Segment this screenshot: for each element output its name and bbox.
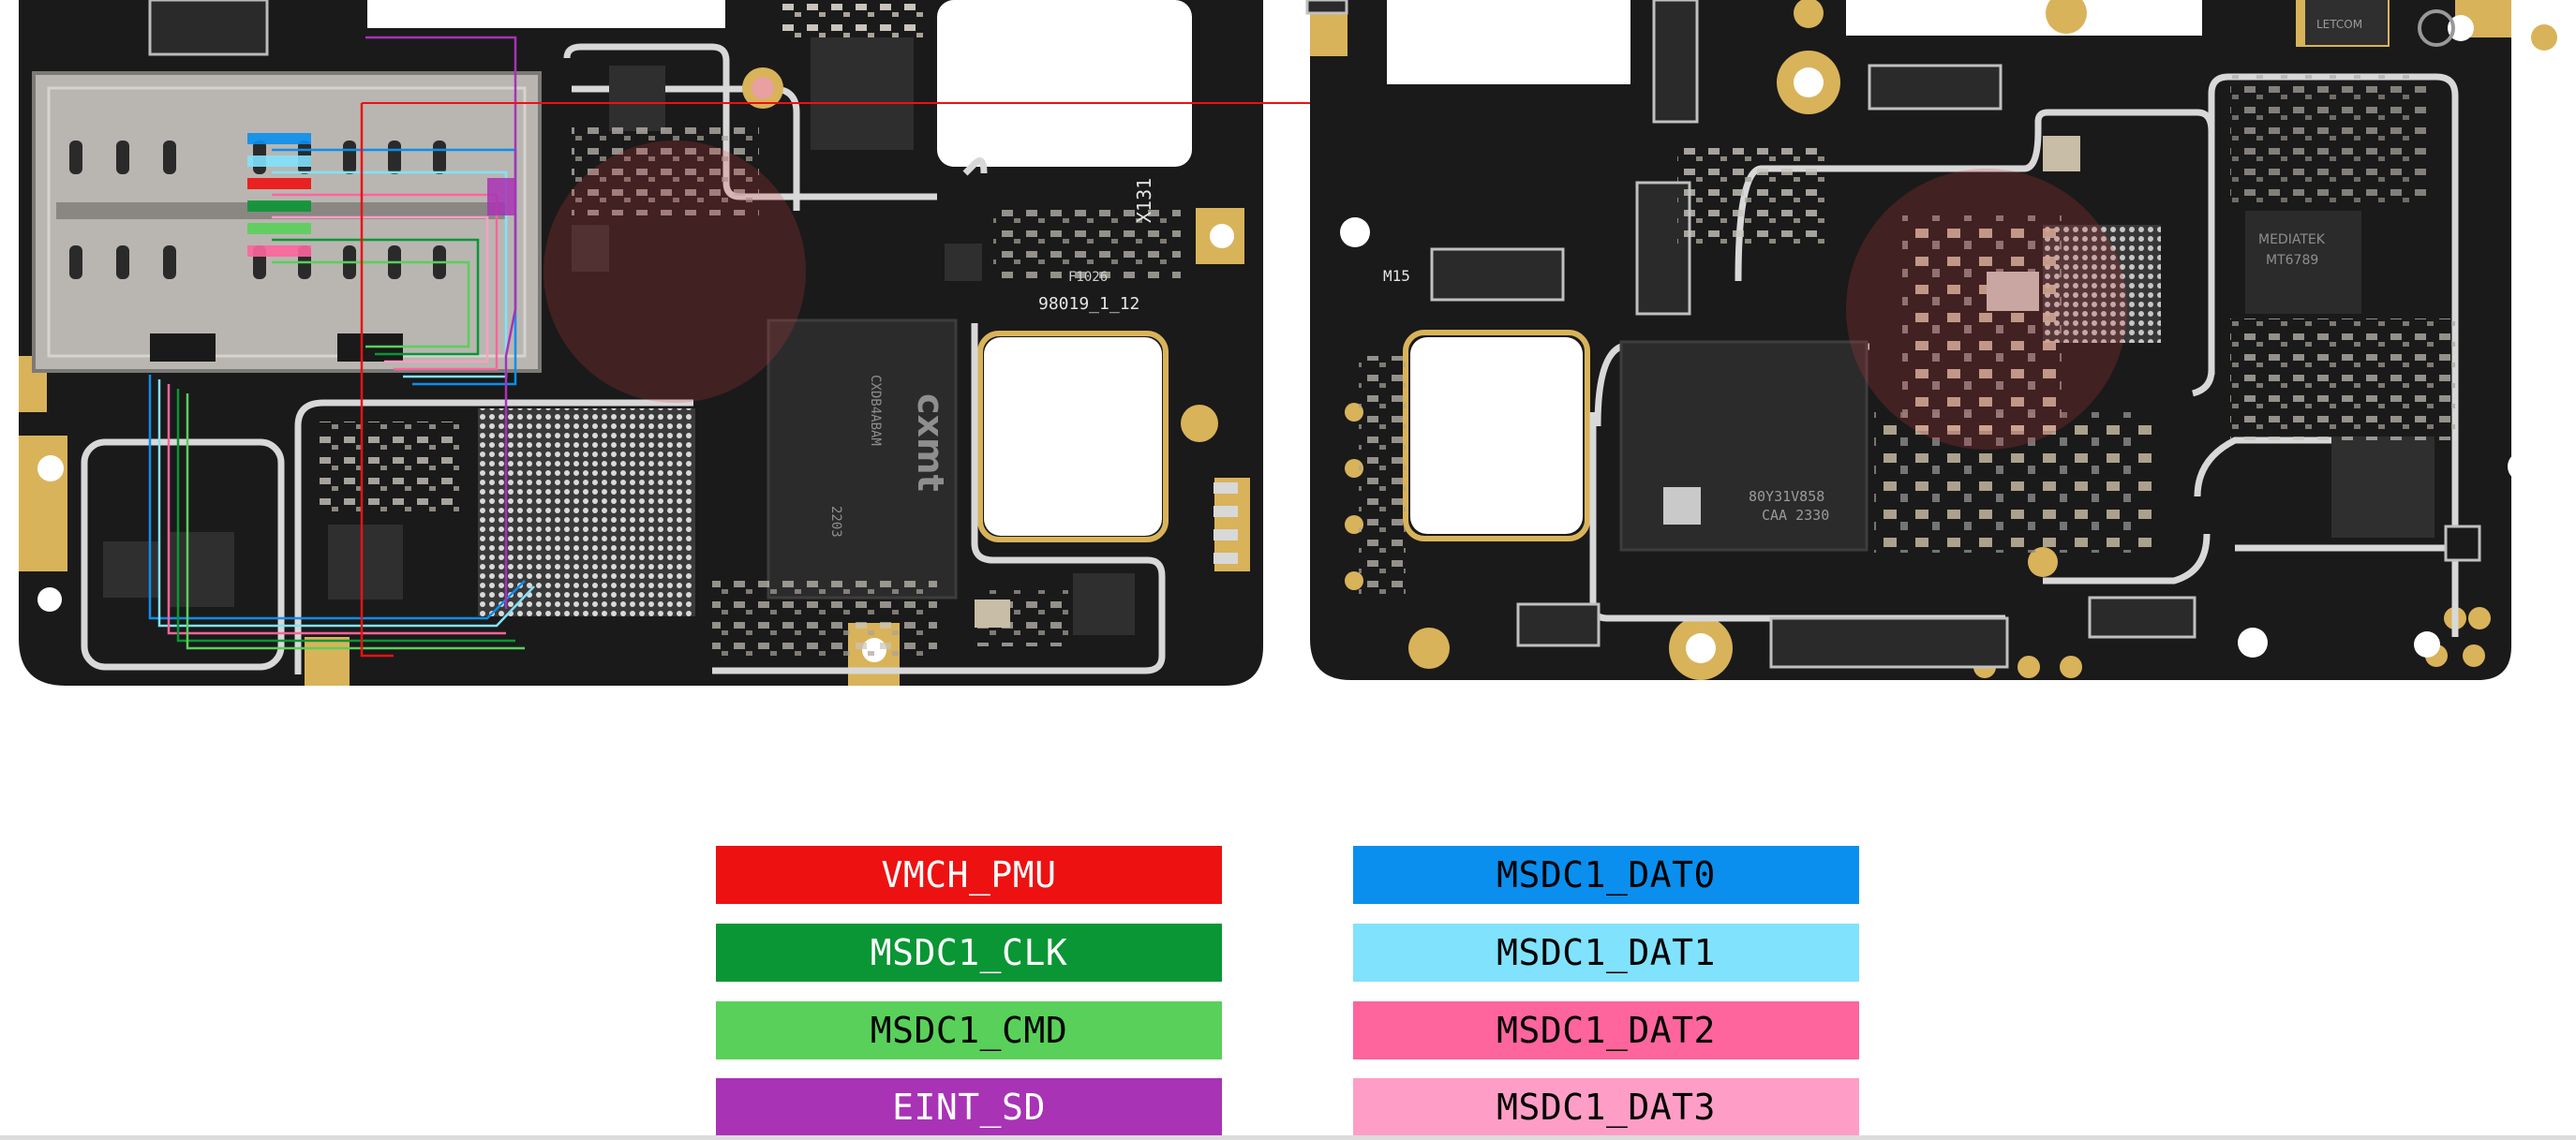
legend-msdc1-dat2: MSDC1_DAT2: [1353, 1001, 1859, 1059]
legend-msdc1-cmd-label: MSDC1_CMD: [870, 1010, 1068, 1051]
legend-msdc1-dat3: MSDC1_DAT3: [1353, 1078, 1859, 1136]
sim-pin-highlights: [247, 133, 515, 257]
left-cutout-top: [367, 0, 725, 28]
memory-chip-right-line1: 80Y31V858: [1749, 488, 1824, 505]
legend-eint-sd: EINT_SD: [716, 1078, 1222, 1136]
memory-chip-date-text: 2203: [828, 506, 843, 538]
pcb-diagram: X131 98019_1_12 F1026 cxmt CXDB4ABAM 220…: [19, 0, 2576, 693]
pmic-bga: [2043, 225, 2161, 343]
bottom-divider: [0, 1135, 2576, 1140]
right-board-ref-text: M15: [1383, 267, 1410, 285]
sim-card-tray: [32, 71, 542, 373]
mediatek-chip: [2245, 211, 2361, 314]
right-board-components: [1359, 0, 2455, 600]
letcom-text: LETCOM: [2316, 18, 2362, 31]
watermark: [543, 141, 806, 403]
memory-chip-right: [1619, 340, 1869, 552]
legend-msdc1-dat0: MSDC1_DAT0: [1353, 846, 1859, 904]
memory-chip-right-line2: CAA 2330: [1762, 507, 1829, 524]
left-board: X131 98019_1_12 F1026 cxmt CXDB4ABAM 220…: [19, 0, 2222, 686]
right-cutout-top-left: [1387, 0, 1630, 84]
board-connectors: [1305, 0, 2481, 669]
left-cutout-window: [984, 337, 1162, 536]
legend-msdc1-clk-label: MSDC1_CLK: [870, 932, 1068, 973]
legend-msdc1-cmd: MSDC1_CMD: [716, 1001, 1222, 1059]
legend-vmch-pmu-label: VMCH_PMU: [881, 854, 1057, 896]
watermark-right: [1846, 169, 2127, 450]
right-cutout-window: [1410, 337, 1583, 534]
legend-msdc1-clk: MSDC1_CLK: [716, 924, 1222, 982]
left-board-code-text: 98019_1_12: [1038, 294, 1139, 314]
left-board-model-text: X131: [1133, 178, 1155, 223]
mediatek-chip-line2: MT6789: [2266, 253, 2318, 268]
legend-msdc1-dat1-label: MSDC1_DAT1: [1496, 932, 1716, 973]
legend-msdc1-dat2-label: MSDC1_DAT2: [1496, 1010, 1716, 1051]
mediatek-chip-line1: MEDIATEK: [2258, 232, 2326, 247]
memory-chip-part-text: CXDB4ABAM: [868, 375, 883, 446]
legend-eint-sd-label: EINT_SD: [892, 1087, 1046, 1128]
legend-msdc1-dat0-label: MSDC1_DAT0: [1496, 854, 1716, 896]
left-board-ref-text: F1026: [1068, 270, 1108, 285]
right-board: M15 80Y31V858 CAA 2330 MEDIATEK MT6789 L…: [1305, 0, 2576, 693]
right-cutout-top-mid: [1846, 0, 2202, 36]
memory-chip-brand-text: cxmt: [910, 393, 951, 492]
left-board-components: [103, 66, 1238, 656]
legend-msdc1-dat3-label: MSDC1_DAT3: [1496, 1087, 1716, 1128]
soc-bga-area: [478, 408, 695, 616]
legend-vmch-pmu: VMCH_PMU: [716, 846, 1222, 904]
memory-chip-left: [767, 318, 958, 600]
legend-msdc1-dat1: MSDC1_DAT1: [1353, 924, 1859, 982]
left-cutout-right-top: [937, 0, 1192, 167]
